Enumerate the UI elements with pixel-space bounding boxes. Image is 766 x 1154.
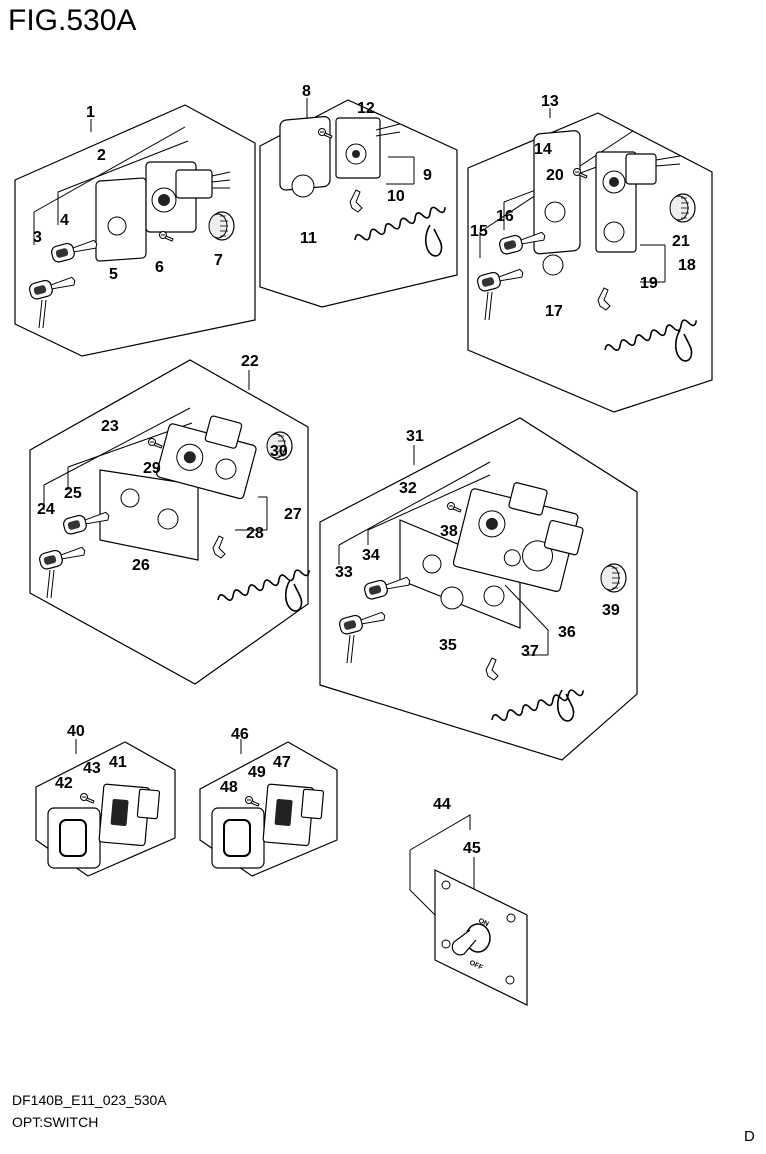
assembly-8 bbox=[259, 98, 458, 308]
on-mark: ON bbox=[477, 917, 489, 928]
corner-letter: D bbox=[744, 1128, 755, 1145]
assembly-1 bbox=[14, 104, 256, 357]
callout-45: 45 bbox=[463, 840, 481, 857]
callout-35: 35 bbox=[439, 637, 457, 654]
callout-29: 29 bbox=[143, 460, 161, 477]
callout-10: 10 bbox=[387, 188, 405, 205]
callout-2: 2 bbox=[97, 147, 106, 164]
callout-38: 38 bbox=[440, 523, 458, 540]
callout-4: 4 bbox=[60, 212, 69, 229]
callout-23: 23 bbox=[101, 418, 119, 435]
callout-16: 16 bbox=[496, 208, 514, 225]
callout-44: 44 bbox=[433, 796, 451, 813]
callout-9: 9 bbox=[423, 167, 432, 184]
callout-26: 26 bbox=[132, 557, 150, 574]
assembly-22 bbox=[29, 359, 312, 685]
callout-49: 49 bbox=[248, 764, 266, 781]
callout-39: 39 bbox=[602, 602, 620, 619]
callout-25: 25 bbox=[64, 485, 82, 502]
callout-37: 37 bbox=[521, 643, 539, 660]
callout-34: 34 bbox=[362, 547, 380, 564]
callout-numbers: 1 2 3 4 5 6 7 8 9 10 11 12 13 14 15 16 1… bbox=[33, 83, 696, 857]
callout-46: 46 bbox=[231, 726, 249, 743]
callout-12: 12 bbox=[357, 100, 375, 117]
callout-21: 21 bbox=[672, 233, 690, 250]
callout-13: 13 bbox=[541, 93, 559, 110]
callout-30: 30 bbox=[270, 443, 288, 460]
callout-11: 11 bbox=[300, 230, 317, 247]
assembly-40 bbox=[35, 739, 176, 877]
callout-5: 5 bbox=[109, 266, 118, 283]
callout-17: 17 bbox=[545, 303, 563, 320]
callout-42: 42 bbox=[55, 775, 73, 792]
callout-19: 19 bbox=[640, 275, 658, 292]
callout-47: 47 bbox=[273, 754, 291, 771]
callout-3: 3 bbox=[33, 229, 42, 246]
callout-43: 43 bbox=[83, 760, 101, 777]
callout-27: 27 bbox=[284, 506, 302, 523]
assembly-13 bbox=[467, 108, 713, 413]
callout-1: 1 bbox=[86, 104, 95, 121]
callout-7: 7 bbox=[214, 252, 223, 269]
assembly-44: ON OFF bbox=[409, 814, 528, 1006]
callout-15: 15 bbox=[470, 223, 488, 240]
callout-14: 14 bbox=[534, 141, 552, 158]
callout-20: 20 bbox=[546, 167, 564, 184]
figure-title: FIG.530A bbox=[8, 4, 137, 37]
callout-18: 18 bbox=[678, 257, 696, 274]
callout-40: 40 bbox=[67, 723, 85, 740]
callout-48: 48 bbox=[220, 779, 238, 796]
callout-32: 32 bbox=[399, 480, 417, 497]
drawing-code: DF140B_E11_023_530A bbox=[12, 1092, 167, 1108]
figure-subtitle: OPT:SWITCH bbox=[12, 1114, 99, 1130]
callout-36: 36 bbox=[558, 624, 576, 641]
callout-24: 24 bbox=[37, 501, 55, 518]
callout-33: 33 bbox=[335, 564, 353, 581]
callout-31: 31 bbox=[406, 428, 424, 445]
callout-8: 8 bbox=[302, 83, 311, 100]
callout-41: 41 bbox=[109, 754, 127, 771]
callout-22: 22 bbox=[241, 353, 259, 370]
callout-28: 28 bbox=[246, 525, 264, 542]
assembly-46 bbox=[199, 739, 338, 877]
assembly-31 bbox=[319, 417, 638, 761]
callout-6: 6 bbox=[155, 259, 164, 276]
